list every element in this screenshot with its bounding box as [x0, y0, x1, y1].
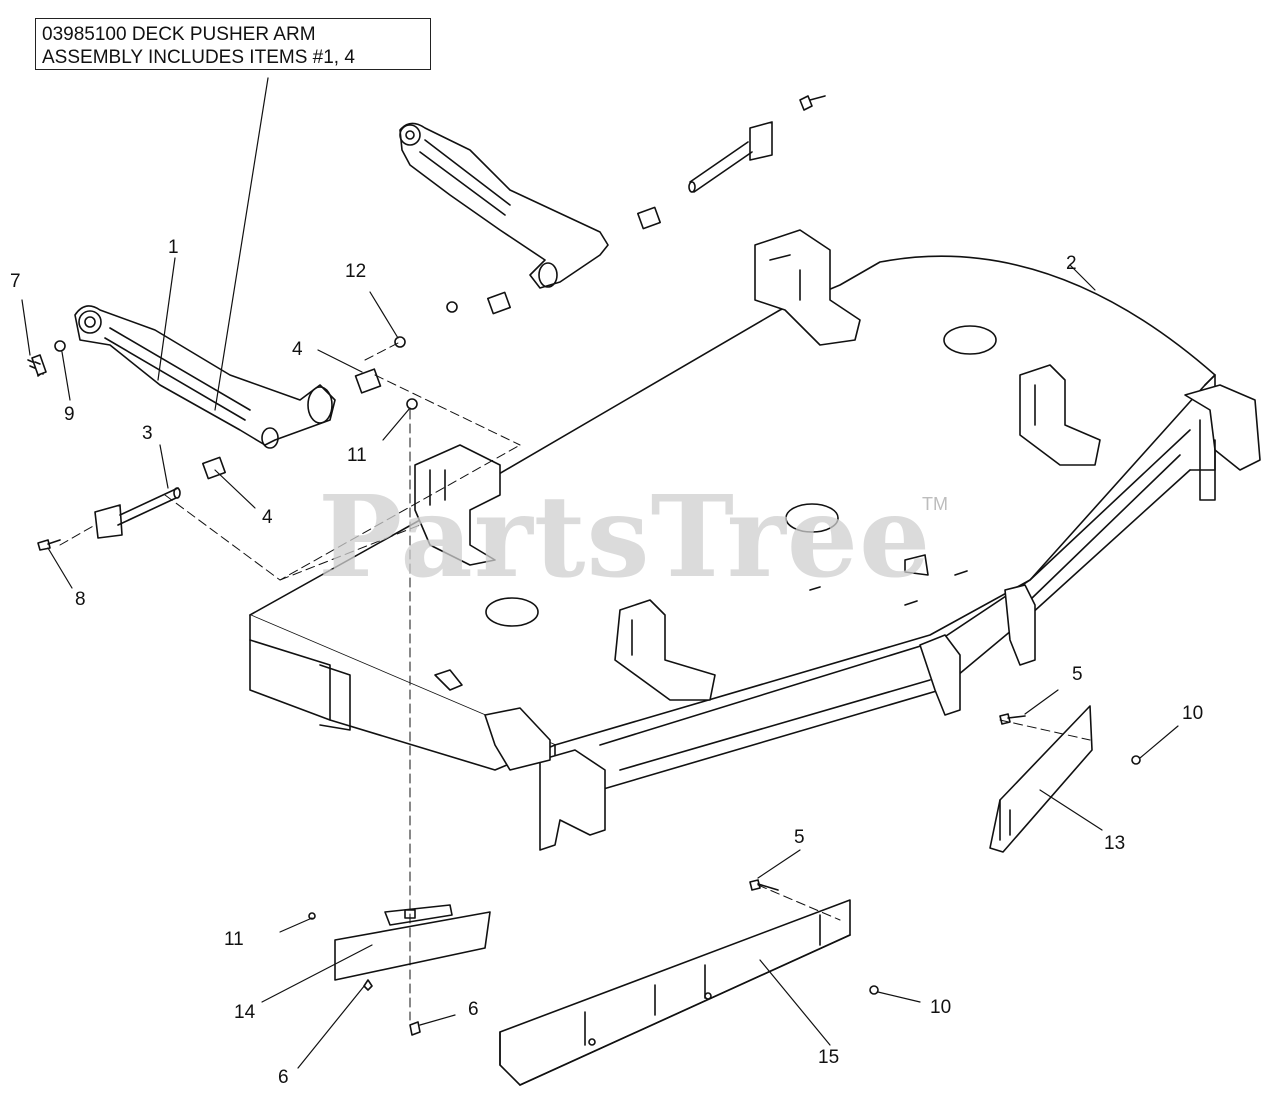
callout-8: 8: [75, 589, 86, 610]
callout-11-upper: 11: [347, 445, 367, 466]
baffle-13: [989, 705, 1093, 853]
hardware-parts: [27, 95, 1141, 1036]
assembly-note-line2: ASSEMBLY INCLUDES ITEMS #1, 4: [42, 47, 355, 68]
callout-10-bottom: 10: [930, 997, 952, 1018]
callout-15: 15: [818, 1047, 840, 1068]
mower-deck: [249, 229, 1261, 851]
assembly-note-box: 03985100 DECK PUSHER ARM ASSEMBLY INCLUD…: [35, 18, 431, 70]
assembly-note-line1: 03985100 DECK PUSHER ARM: [42, 24, 316, 45]
callout-6-left: 6: [278, 1067, 289, 1088]
callout-5-bottom: 5: [794, 827, 805, 848]
callout-4-upper: 4: [292, 339, 303, 360]
callout-7: 7: [10, 271, 21, 292]
baffle-14: [334, 904, 491, 981]
callout-11-lower: 11: [224, 929, 244, 950]
callout-10-right: 10: [1182, 703, 1204, 724]
leader-lines: [21, 77, 1179, 1069]
callout-9: 9: [64, 404, 75, 425]
deck-pusher-arm-1: [74, 305, 336, 449]
callout-13: 13: [1104, 833, 1126, 854]
callout-12: 12: [345, 261, 367, 282]
baffle-15: [499, 899, 851, 1086]
callout-3: 3: [142, 423, 153, 444]
callout-6-right: 6: [468, 999, 479, 1020]
callout-14: 14: [234, 1002, 256, 1023]
callout-5-right: 5: [1072, 664, 1083, 685]
trademark-symbol: TM: [922, 494, 948, 514]
callout-4-lower: 4: [262, 507, 273, 528]
callout-1: 1: [168, 237, 179, 258]
dashed-assembly-lines: [59, 341, 1091, 1021]
deck-pusher-arm-upper: [399, 122, 609, 289]
callout-2: 2: [1066, 253, 1077, 274]
